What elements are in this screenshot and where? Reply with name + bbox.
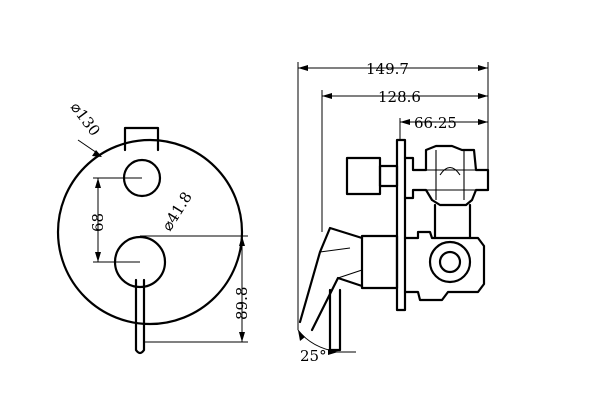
connecting-pipe [433, 203, 472, 240]
side-handle-hub [360, 234, 399, 290]
dim-66-25-arrow-left [400, 119, 410, 125]
dim-41-8-label: ⌀41.8 [158, 189, 196, 235]
dim-89-8-label: 89.8 [233, 287, 251, 320]
dim-149-7-arrow-right [478, 65, 488, 71]
lower-valve-body [403, 230, 486, 302]
dim-130-arrow [92, 150, 102, 157]
front-view: 68 89.8 ⌀130 ⌀41.8 [56, 99, 251, 355]
side-diverter-knob [345, 156, 382, 196]
outlet-ring-inner [438, 250, 462, 274]
dim-25-label: 25° [300, 347, 327, 365]
dim-25-arrow-left [298, 330, 305, 341]
dim-68-arrow-bottom [95, 252, 101, 262]
dim-128-6-arrow-right [478, 93, 488, 99]
side-view: 149.7 128.6 66.25 25° [297, 60, 490, 365]
dim-66-25-label: 66.25 [414, 114, 457, 132]
dim-130-label: ⌀130 [67, 99, 104, 140]
cover-plate [56, 138, 244, 326]
dim-149-7-arrow-left [298, 65, 308, 71]
mixer-lever [134, 278, 146, 355]
dim-68-label: 68 [89, 213, 107, 232]
side-diverter-stem [378, 164, 399, 188]
dim-128-6-label: 128.6 [378, 88, 421, 106]
dim-68-arrow-top [95, 178, 101, 188]
side-cover-plate [395, 138, 407, 312]
upper-valve-body [403, 144, 490, 207]
dim-89-8-arrow-bottom [239, 332, 245, 342]
dim-89-8-arrow-top [239, 236, 245, 246]
outlet-ring-outer [428, 240, 472, 284]
upper-valve-detail [426, 150, 476, 200]
dim-128-6-arrow-left [322, 93, 332, 99]
dim-66-25-arrow-right [478, 119, 488, 125]
dim-25-arrow-right [328, 349, 338, 355]
mounting-bracket [123, 126, 160, 152]
dim-149-7-label: 149.7 [366, 60, 409, 78]
side-lever-neutral [328, 288, 342, 352]
side-lever-cap [319, 247, 363, 279]
upper-valve-arc [439, 166, 461, 176]
